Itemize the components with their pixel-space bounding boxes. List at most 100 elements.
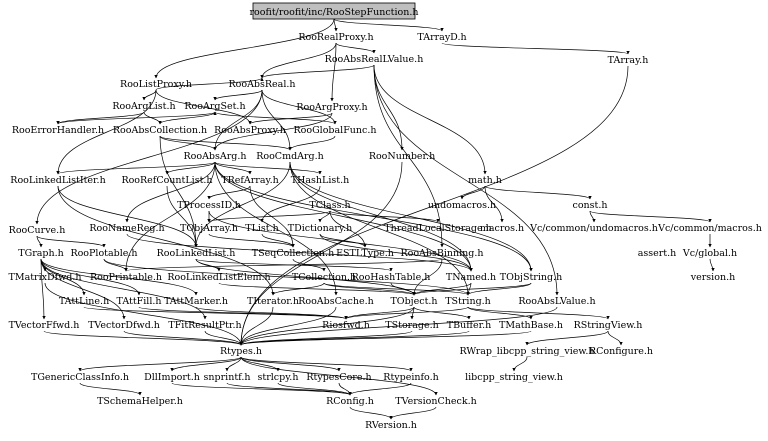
header-node-label: RooLinkedList.h bbox=[157, 248, 236, 259]
header-node[interactable]: RooCmdArg.h bbox=[256, 151, 324, 162]
header-node-label: TObjArray.h bbox=[180, 223, 238, 234]
header-node[interactable]: THashList.h bbox=[291, 175, 349, 186]
header-node[interactable]: RooLinkedListElem.h bbox=[167, 272, 270, 283]
header-node[interactable]: TGraph.h bbox=[18, 248, 63, 259]
header-node[interactable]: RooLinkedListIter.h bbox=[10, 175, 105, 186]
header-node[interactable]: TCollection.h bbox=[292, 272, 356, 283]
header-node-label: RooAbsProxy.h bbox=[214, 125, 286, 136]
header-node[interactable]: Rtypeinfo.h bbox=[383, 372, 438, 383]
header-node[interactable]: TAttMarker.h bbox=[164, 296, 228, 307]
header-node[interactable]: ThreadLocalStorage.h bbox=[384, 223, 492, 234]
header-node[interactable]: RooCurve.h bbox=[9, 225, 66, 236]
dependency-edge bbox=[412, 258, 443, 296]
header-node[interactable]: strlcpy.h bbox=[258, 372, 299, 383]
header-node[interactable]: TVectorDfwd.h bbox=[88, 320, 160, 331]
dependency-edge bbox=[484, 185, 504, 223]
header-node[interactable]: TIterator.h bbox=[247, 296, 299, 307]
dependency-edge bbox=[159, 135, 198, 248]
header-node[interactable]: RooPlotable.h bbox=[70, 248, 137, 259]
header-node[interactable]: RooAbsReal.h bbox=[228, 79, 295, 90]
dependency-edge bbox=[214, 161, 473, 272]
header-node[interactable]: TGenericClassInfo.h bbox=[31, 372, 129, 383]
header-node[interactable]: RooArgList.h bbox=[112, 101, 175, 112]
header-node[interactable]: RConfigure.h bbox=[589, 346, 653, 357]
header-node[interactable]: Riosfwd.h bbox=[322, 320, 370, 331]
header-node[interactable]: TVectorFfwd.h bbox=[9, 320, 80, 331]
header-node[interactable]: ESTLType.h bbox=[336, 248, 394, 259]
header-node[interactable]: math.h bbox=[468, 175, 502, 186]
header-node[interactable]: TBuffer.h bbox=[447, 320, 491, 331]
header-node[interactable]: undomacros.h bbox=[428, 200, 496, 211]
header-node[interactable]: Vc/global.h bbox=[682, 248, 737, 259]
header-node[interactable]: RWrap_libcpp_string_view.h bbox=[459, 346, 594, 357]
dependency-edge bbox=[214, 161, 533, 272]
header-node[interactable]: assert.h bbox=[638, 248, 677, 259]
header-node[interactable]: RVersion.h bbox=[365, 420, 417, 431]
dependency-edge bbox=[124, 161, 216, 272]
dependency-edge bbox=[525, 330, 609, 346]
header-node[interactable]: version.h bbox=[690, 272, 735, 283]
header-node[interactable]: RooHashTable.h bbox=[352, 272, 431, 283]
header-node[interactable]: TObject.h bbox=[390, 296, 437, 307]
header-node[interactable]: TFitResultPtr.h bbox=[168, 320, 241, 331]
header-node-label: const.h bbox=[573, 200, 608, 211]
header-node[interactable]: RooNameReg.h bbox=[89, 223, 164, 234]
header-node-label: RooCmdArg.h bbox=[256, 151, 324, 162]
header-node-label: TDictionary.h bbox=[288, 223, 352, 234]
header-node[interactable]: RooPrintable.h bbox=[90, 272, 162, 283]
header-node[interactable]: RooAbsCache.h bbox=[298, 296, 374, 307]
header-node[interactable]: Rtypes.h bbox=[220, 346, 262, 357]
header-node[interactable]: TList.h bbox=[245, 223, 279, 234]
header-node[interactable]: RStringView.h bbox=[574, 320, 643, 331]
header-node[interactable]: snprintf.h bbox=[204, 372, 251, 383]
header-node[interactable]: RooGlobalFunc.h bbox=[293, 125, 376, 136]
dependency-edge bbox=[467, 306, 610, 320]
header-node[interactable]: macros.h bbox=[480, 223, 524, 234]
header-node[interactable]: TString.h bbox=[445, 296, 491, 307]
header-node[interactable]: TArray.h bbox=[608, 55, 649, 66]
header-node[interactable]: TAttFill.h bbox=[117, 296, 162, 307]
header-node[interactable]: libcpp_string_view.h bbox=[465, 372, 563, 383]
header-node[interactable]: TRefArray.h bbox=[221, 175, 278, 186]
dependency-edge bbox=[207, 185, 251, 200]
header-node[interactable]: RooAbsProxy.h bbox=[214, 125, 286, 136]
dependency-edge bbox=[607, 330, 623, 346]
header-node-label: RooArgSet.h bbox=[184, 101, 245, 112]
header-node[interactable]: TObjArray.h bbox=[180, 223, 238, 234]
header-node[interactable]: TAttLine.h bbox=[59, 296, 109, 307]
header-node[interactable]: TSchemaHelper.h bbox=[97, 396, 183, 407]
header-node[interactable]: RooListProxy.h bbox=[120, 79, 192, 90]
header-node[interactable]: RooNumber.h bbox=[369, 151, 435, 162]
header-node[interactable]: DllImport.h bbox=[144, 372, 200, 383]
header-node[interactable]: TNamed.h bbox=[446, 272, 496, 283]
header-node[interactable]: RooAbsRealLValue.h bbox=[325, 54, 424, 65]
header-node[interactable]: TObjString.h bbox=[500, 272, 562, 283]
header-node[interactable]: RooArgProxy.h bbox=[296, 102, 367, 113]
header-node[interactable]: TMathBase.h bbox=[499, 320, 563, 331]
header-node[interactable]: Vc/common/undomacros.h bbox=[529, 223, 658, 234]
header-node[interactable]: TDictionary.h bbox=[288, 223, 352, 234]
header-node[interactable]: RooAbsLValue.h bbox=[518, 296, 595, 307]
header-node[interactable]: RooAbsCollection.h bbox=[113, 125, 207, 136]
header-node[interactable]: TProcessID.h bbox=[177, 200, 241, 211]
header-node[interactable]: RtypesCore.h bbox=[306, 372, 371, 383]
header-node[interactable]: TArrayD.h bbox=[417, 32, 466, 43]
header-node[interactable]: RooRefCountList.h bbox=[121, 175, 212, 186]
header-node[interactable]: RooAbsBinning.h bbox=[400, 248, 483, 259]
header-node[interactable]: const.h bbox=[573, 200, 608, 211]
header-node[interactable]: RooRealProxy.h bbox=[298, 32, 373, 43]
header-node[interactable]: RooArgSet.h bbox=[184, 101, 245, 112]
root-node[interactable]: roofit/roofit/inc/RooStepFunction.h bbox=[250, 2, 419, 20]
header-node[interactable]: TStorage.h bbox=[385, 320, 438, 331]
header-node[interactable]: RooLinkedList.h bbox=[157, 248, 236, 259]
header-node[interactable]: TMatrixDfwd.h bbox=[9, 272, 82, 283]
header-node[interactable]: TVersionCheck.h bbox=[395, 396, 476, 407]
header-node[interactable]: RooErrorHandler.h bbox=[12, 125, 104, 136]
header-node[interactable]: RooAbsArg.h bbox=[183, 151, 246, 162]
header-node[interactable]: Vc/common/macros.h bbox=[657, 223, 762, 234]
header-node[interactable]: TSeqCollection.h bbox=[252, 248, 334, 259]
header-node[interactable]: RConfig.h bbox=[326, 396, 374, 407]
header-node[interactable]: TClass.h bbox=[309, 200, 350, 211]
dependency-edge bbox=[240, 356, 413, 372]
dependency-edge bbox=[329, 210, 367, 248]
